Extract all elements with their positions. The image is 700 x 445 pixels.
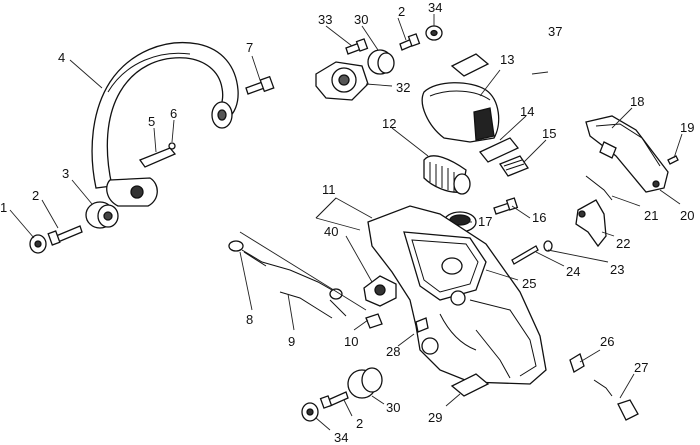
- cover-13-part: [421, 82, 500, 143]
- callout-26: 26: [600, 334, 614, 349]
- throttle-18-part: [585, 115, 669, 193]
- callout-33: 33: [318, 12, 332, 27]
- callout-21: 21: [644, 208, 658, 223]
- damper-3-part: [85, 201, 119, 229]
- callout-20: 20: [680, 208, 694, 223]
- callout-9: 9: [288, 334, 295, 349]
- callout-3: 3: [62, 166, 69, 181]
- front-handle-part: [91, 42, 239, 207]
- damper-30-bottom-part: [347, 367, 383, 399]
- callout-28: 28: [386, 344, 400, 359]
- bracket-5-part: [138, 142, 177, 168]
- callout-2-left: 2: [32, 188, 39, 203]
- connector-10-part: [365, 313, 383, 329]
- callout-15: 15: [542, 126, 556, 141]
- callout-1: 1: [0, 200, 7, 215]
- rear-handle-housing-part: [367, 205, 547, 385]
- damper-30-top-part: [367, 49, 395, 75]
- bolt-2-bottom-part: [319, 391, 349, 409]
- callout-17: 17: [478, 214, 492, 229]
- screw-19-part: [667, 155, 679, 165]
- callout-12: 12: [382, 116, 396, 131]
- leader-lines: [9, 14, 683, 431]
- callout-19: 19: [680, 120, 694, 135]
- callout-6: 6: [170, 106, 177, 121]
- callout-22: 22: [616, 236, 630, 251]
- callout-30-top: 30: [354, 12, 368, 27]
- washer-34-bottom-part: [301, 402, 319, 422]
- bolt-7-part: [245, 75, 275, 95]
- pin-23-part: [511, 245, 539, 265]
- washer-1-part: [29, 234, 47, 254]
- callout-29: 29: [428, 410, 442, 425]
- spring-24-part: [543, 240, 553, 252]
- bolt-16-part: [493, 197, 519, 215]
- cable-8-part: [228, 240, 333, 291]
- valve-15-part: [499, 155, 529, 177]
- callout-2-top: 2: [398, 4, 405, 19]
- plate-26-part: [569, 353, 585, 373]
- callout-8: 8: [246, 312, 253, 327]
- callout-30-bottom: 30: [386, 400, 400, 415]
- callout-5: 5: [148, 114, 155, 129]
- cable-9-part: [279, 288, 347, 319]
- washer-34-top-part: [425, 25, 443, 41]
- callout-2-bottom: 2: [356, 416, 363, 431]
- lever-22-part: [575, 199, 607, 248]
- callout-7: 7: [246, 40, 253, 55]
- callout-16: 16: [532, 210, 546, 225]
- switch-40-part: [363, 275, 397, 307]
- decal-37-part: [450, 53, 490, 77]
- decal-28-part: [415, 317, 429, 333]
- callout-4: 4: [58, 50, 65, 65]
- decal-29-part: [450, 373, 490, 397]
- callout-32: 32: [396, 80, 410, 95]
- callout-24: 24: [566, 264, 580, 279]
- callout-10: 10: [344, 334, 358, 349]
- seal-14-part: [478, 137, 520, 163]
- mount-32-part: [315, 61, 369, 101]
- callout-37: 37: [548, 24, 562, 39]
- callout-40: 40: [324, 224, 338, 239]
- callout-23: 23: [610, 262, 624, 277]
- callout-34-top: 34: [428, 0, 442, 15]
- callout-34-bottom: 34: [334, 430, 348, 445]
- callout-13: 13: [500, 52, 514, 67]
- callout-11: 11: [322, 182, 336, 197]
- lever-21-part: [585, 175, 613, 201]
- callout-25: 25: [522, 276, 536, 291]
- callout-27: 27: [634, 360, 648, 375]
- filter-12-part: [423, 155, 471, 195]
- callout-14: 14: [520, 104, 534, 119]
- callout-18: 18: [630, 94, 644, 109]
- bolt-33-part: [345, 38, 369, 55]
- cable-27-part: [593, 379, 639, 421]
- bolt-2-top-part: [399, 33, 421, 51]
- bolt-2-left-part: [47, 225, 83, 246]
